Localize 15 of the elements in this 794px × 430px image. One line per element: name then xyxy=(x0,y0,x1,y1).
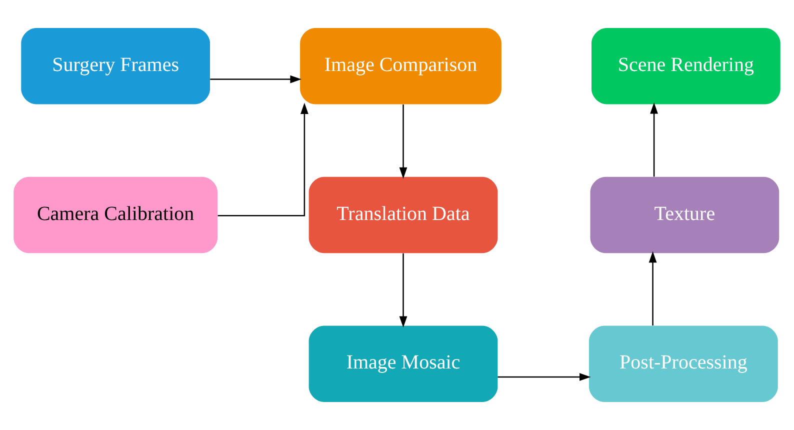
node-box: Translation Data xyxy=(308,176,498,254)
node-box: Texture xyxy=(590,176,780,254)
arrow xyxy=(399,253,408,328)
arrow xyxy=(648,251,657,326)
node-box: Surgery Frames xyxy=(21,28,210,104)
node-box: Image Comparison xyxy=(300,28,502,104)
arrow xyxy=(218,102,308,216)
node-box: Scene Rendering xyxy=(592,28,780,104)
node-box: Post-Processing xyxy=(589,326,778,402)
node-box: Camera Calibration xyxy=(14,176,218,254)
arrow xyxy=(210,75,302,84)
arrow xyxy=(399,104,408,179)
arrow xyxy=(498,373,591,381)
node-box: Image Mosaic xyxy=(308,326,498,402)
arrow xyxy=(650,102,658,177)
